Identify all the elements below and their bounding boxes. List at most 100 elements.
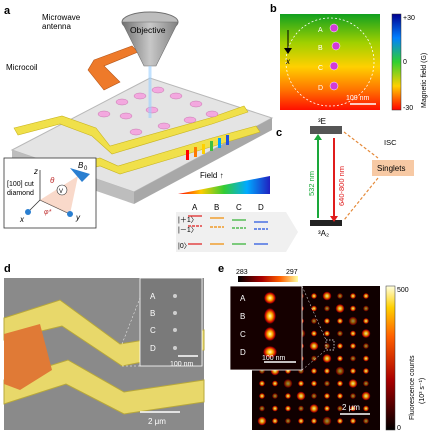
- fluorescence-spot: [272, 393, 278, 399]
- e-point-d: D: [240, 348, 246, 357]
- fluorescence-spot: [350, 418, 356, 424]
- fluorescence-spot: [350, 368, 356, 374]
- panel-c: c ³E ³A₂ 532 nm 640-800 nm Singlets ISC …: [176, 117, 414, 252]
- fluorescence-spot: [324, 393, 330, 399]
- fluorescence-spot: [257, 416, 267, 426]
- fluorescence-spot: [363, 380, 369, 387]
- sem-coil-lower: [3, 359, 205, 415]
- c-col-c: C: [236, 203, 242, 212]
- fluorescence-spot: [324, 330, 330, 337]
- microwave-label-2: antenna: [42, 22, 71, 31]
- e-inset-min: 283: [236, 269, 248, 276]
- objective-label: Objective: [130, 25, 166, 35]
- e-inset-cbar: [238, 276, 298, 282]
- inset-z: z: [33, 167, 38, 176]
- fluorescence-spot: [337, 393, 343, 399]
- e-inset-max: 297: [286, 269, 298, 276]
- b-cbar-bottom: -30: [403, 105, 413, 112]
- fluorescence-spot: [350, 343, 356, 349]
- b-cbar-label: Magnetic field (G): [421, 53, 428, 108]
- e-cbar-label-2: (10³ s⁻¹): [419, 378, 426, 404]
- c-field: Field ↑: [200, 171, 224, 180]
- sem-antenna: [4, 324, 52, 390]
- isc-arrow-2: [343, 177, 379, 221]
- fluorescence-spot: [324, 405, 330, 412]
- panel-letter-e: e: [218, 263, 224, 275]
- panel-letter-d: d: [4, 263, 11, 275]
- fluorescence-spot: [311, 305, 317, 312]
- level-3a2: [310, 220, 342, 226]
- b0-arrow: [70, 168, 90, 182]
- c-level-p1: |＋1〉: [178, 216, 198, 224]
- microcoil-upper: [13, 105, 249, 155]
- b-point-a: A: [318, 27, 323, 34]
- c-col-b: B: [214, 203, 219, 212]
- fluorescence-spot: [324, 368, 330, 374]
- c-ground: ³A₂: [318, 229, 329, 238]
- fluorescence-spot: [298, 405, 304, 412]
- b-point-d: D: [318, 85, 323, 92]
- fluorescence-spot: [337, 405, 343, 412]
- b-cbar-top: +30: [403, 15, 415, 22]
- d-point-a: A: [150, 292, 156, 301]
- e-inset-spots: [263, 292, 277, 358]
- fluorescence-spot: [337, 380, 343, 387]
- e-cbar-label-1: Fluorescence counts: [409, 355, 416, 420]
- panel-letter-a: a: [4, 5, 11, 17]
- fluorescence-spot: [324, 343, 330, 349]
- panel-d: d A B C D 100 nm 2 μm: [3, 263, 205, 430]
- fluorescence-spot: [350, 293, 356, 299]
- b-colorbar: [391, 13, 402, 111]
- fluorescence-spot: [350, 330, 356, 337]
- fluorescence-spot: [337, 293, 343, 299]
- d-inset-scale: 100 nm: [170, 361, 194, 368]
- fluorescence-spot: [259, 393, 265, 399]
- fluorescence-spot: [285, 393, 291, 399]
- fluorescence-spot: [309, 341, 319, 351]
- singlets-box: [372, 160, 414, 176]
- field-circle: [285, 17, 375, 107]
- atom-2: [67, 211, 73, 217]
- fluorescence-spot: [322, 416, 332, 426]
- panel-letter-c: c: [276, 127, 282, 139]
- fluorescence-spot: [363, 343, 369, 349]
- inset-x: x: [19, 215, 25, 224]
- fluorescence-spot: [350, 355, 356, 362]
- inset-y: y: [75, 213, 81, 222]
- e-colorbar: [385, 285, 396, 431]
- fluorescence-spot: [324, 380, 330, 387]
- fluorescence-spot: [272, 380, 278, 387]
- fluorescence-spot: [337, 355, 343, 362]
- fluorescence-spot: [337, 330, 343, 337]
- fluorescence-spot: [311, 380, 317, 387]
- x-arrow-head: [284, 48, 292, 54]
- fluorescence-spot: [363, 405, 369, 412]
- c-green-label: 532 nm: [307, 171, 316, 196]
- fluorescence-spot: [322, 354, 332, 363]
- fluorescence-spot: [337, 418, 343, 424]
- fluorescence-spot: [311, 330, 317, 337]
- e-inset-scale: 100 nm: [262, 355, 286, 362]
- panel-letter-b: b: [270, 3, 277, 15]
- inset-cut-1: [100] cut: [7, 181, 34, 188]
- orientation-inset: [3, 157, 97, 229]
- fluorescence-spot: [259, 405, 265, 412]
- fluorescence-spot: [311, 418, 317, 424]
- objective-cone: [121, 21, 179, 67]
- sem-inset: [139, 277, 203, 367]
- pillars: [97, 86, 219, 136]
- microwave-label-1: Microwave: [42, 13, 81, 22]
- c-col-a: A: [192, 203, 198, 212]
- c-col-d: D: [258, 203, 264, 212]
- fluorescence-spot: [324, 318, 330, 324]
- fluorescence-spot: [350, 405, 356, 412]
- fluorescence-spot: [272, 405, 278, 412]
- d-point-d: D: [150, 344, 156, 353]
- fluorescence-spot: [348, 316, 358, 326]
- fluorescence-spot: [285, 405, 291, 412]
- panel-e: e A B C D 100 nm 283 297 2 μm 500 0 Fluo…: [218, 263, 426, 432]
- atom-1: [25, 209, 31, 215]
- sem-pillars: [173, 294, 177, 350]
- c-level-0: |0〉: [178, 242, 191, 250]
